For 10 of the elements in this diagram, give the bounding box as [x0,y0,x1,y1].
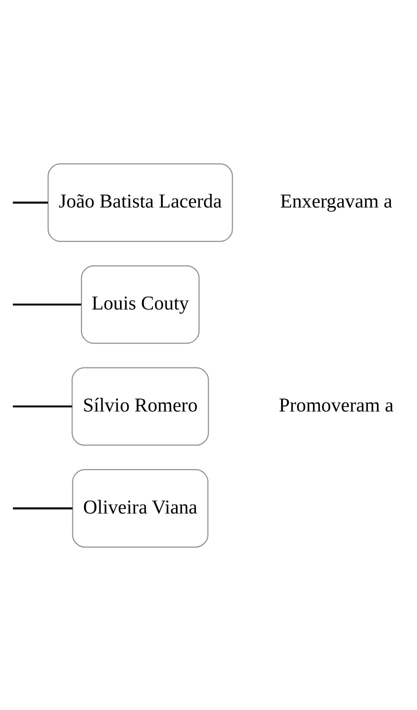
connector [12,506,72,509]
label: Promoveram a [278,394,394,416]
node-box: Oliveira Viana [72,468,208,548]
connector [12,303,82,306]
connector [12,201,48,204]
label: Enxergavam a [280,191,392,212]
node-box: João Batista Lacerda [48,162,233,242]
connector [12,404,72,407]
node-box: Louis Couty [80,264,200,344]
node-box: Sílvio Romero [72,366,209,446]
